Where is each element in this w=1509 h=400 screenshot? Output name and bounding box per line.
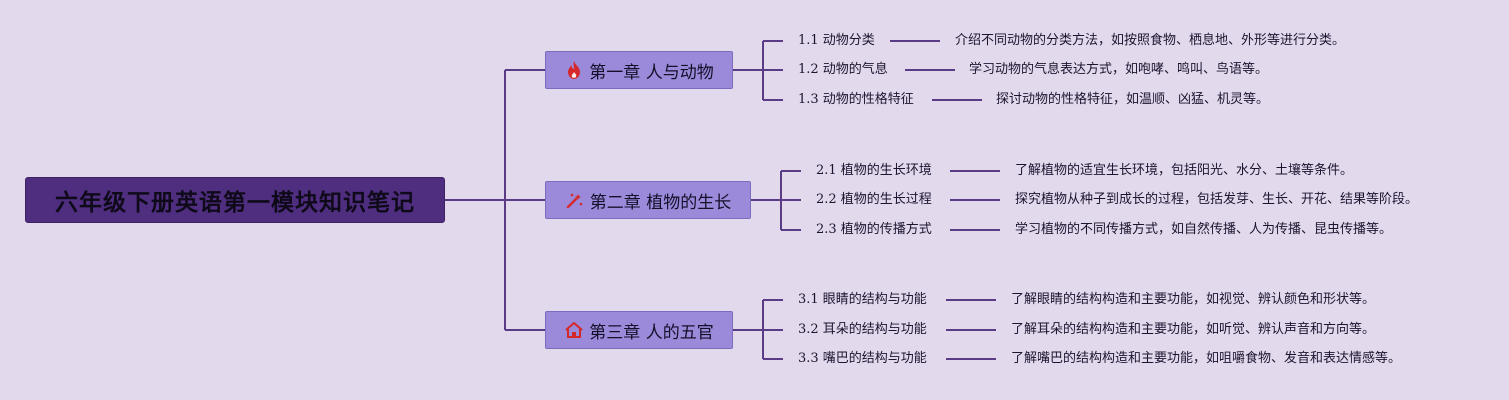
leaf-1-1[interactable]: 1.1 动物分类	[798, 33, 875, 48]
leaf-3-3[interactable]: 3.3 嘴巴的结构与功能	[798, 351, 927, 366]
chapter-1-connector	[733, 40, 783, 101]
root-connector	[445, 69, 545, 331]
chapter-2-title: 第二章 植物的生长	[589, 192, 732, 213]
desc-2-3: 学习植物的不同传播方式，如自然传播、人为传播、昆虫传播等。	[1015, 222, 1393, 237]
leaf-3-2[interactable]: 3.2 耳朵的结构与功能	[798, 322, 927, 337]
leaf-3-1[interactable]: 3.1 眼睛的结构与功能	[798, 292, 927, 307]
leaf-1-2[interactable]: 1.2 动物的气息	[798, 62, 888, 77]
fire-icon	[564, 60, 584, 80]
home-icon	[564, 320, 584, 340]
desc-3-3: 了解嘴巴的结构构造和主要功能，如咀嚼食物、发音和表达情感等。	[1011, 351, 1402, 366]
desc-3-1: 了解眼睛的结构构造和主要功能，如视觉、辨认颜色和形状等。	[1011, 292, 1376, 307]
chapter-2-connector	[751, 170, 801, 231]
leaf-2-3[interactable]: 2.3 植物的传播方式	[816, 222, 932, 237]
leaf-2-1[interactable]: 2.1 植物的生长环境	[816, 163, 932, 178]
desc-1-2: 学习动物的气息表达方式，如咆哮、鸣叫、鸟语等。	[969, 62, 1269, 77]
leaf-1-3[interactable]: 1.3 动物的性格特征	[798, 92, 914, 107]
desc-2-1: 了解植物的适宜生长环境，包括阳光、水分、土壤等条件。	[1015, 163, 1354, 178]
desc-3-2: 了解耳朵的结构构造和主要功能，如听觉、辨认声音和方向等。	[1011, 322, 1376, 337]
desc-1-3: 探讨动物的性格特征，如温顺、凶猛、机灵等。	[996, 92, 1270, 107]
leaf-desc-connectors	[890, 40, 1000, 360]
chapter-1-node[interactable]: 第一章 人与动物	[545, 51, 733, 89]
root-topic[interactable]: 六年级下册英语第一模块知识笔记	[25, 177, 445, 223]
chapter-3-node[interactable]: 第三章 人的五官	[545, 311, 733, 349]
chapter-1-title: 第一章 人与动物	[589, 62, 714, 83]
desc-2-2: 探究植物从种子到成长的过程，包括发芽、生长、开花、结果等阶段。	[1015, 192, 1419, 207]
magic-wand-icon	[565, 190, 585, 210]
chapter-3-title: 第三章 人的五官	[589, 322, 714, 343]
desc-1-1: 介绍不同动物的分类方法，如按照食物、栖息地、外形等进行分类。	[955, 33, 1346, 48]
chapter-2-node[interactable]: 第二章 植物的生长	[545, 181, 751, 219]
leaf-2-2[interactable]: 2.2 植物的生长过程	[816, 192, 932, 207]
chapter-3-connector	[733, 299, 783, 360]
